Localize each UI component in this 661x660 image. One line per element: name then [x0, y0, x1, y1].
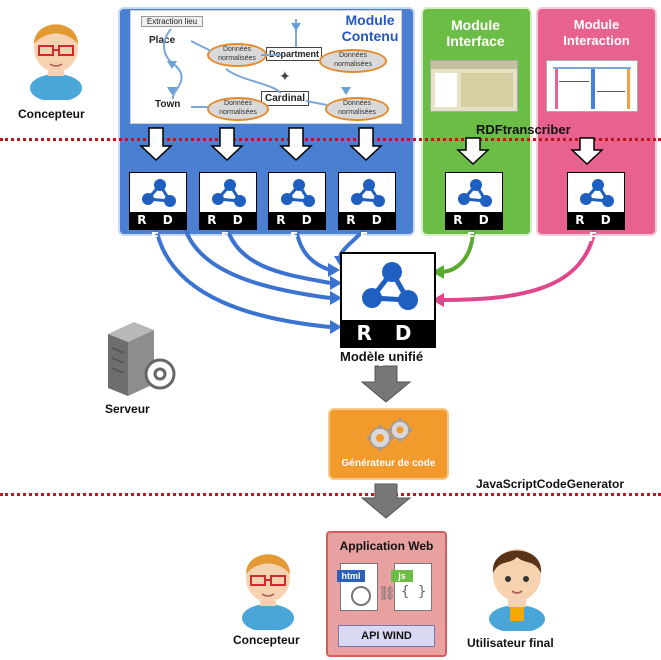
rdf-icon-interaction: R D F: [567, 172, 625, 244]
workflow-donnees-2: Données normalisées: [319, 49, 387, 73]
arrow-down-interaction: [570, 137, 604, 166]
rdftranscriber-label: RDFtranscriber: [476, 122, 571, 137]
generateur-box: Générateur de code: [328, 408, 449, 480]
concepteur-label-top: Concepteur: [18, 107, 85, 121]
workflow-thumbnail: Extraction lieu Place Department Town Ca…: [130, 10, 402, 124]
module-interface-title: Module Interface: [446, 17, 505, 49]
gears-icon: [364, 416, 414, 452]
rdf-label: R D F: [568, 212, 624, 244]
rdf-label: R D F: [339, 212, 395, 244]
workflow-department: Department: [266, 47, 323, 61]
rdf-label: R D F: [342, 320, 434, 371]
javascript-generator-label: JavaScriptCodeGenerator: [476, 477, 625, 491]
workflow-connectors: ✦: [163, 19, 351, 108]
server-icon: [104, 318, 182, 398]
svg-text:✦: ✦: [279, 68, 291, 84]
utilisateur-avatar: [484, 535, 550, 633]
blue-connectors: [154, 226, 368, 329]
application-web-box: Application Web html js { } ⛓ API WIND: [326, 531, 447, 657]
rdf-label: R D F: [130, 212, 186, 244]
separator-top: [0, 138, 661, 141]
utilisateur-label: Utilisateur final: [467, 636, 554, 650]
workflow-cardinal: Cardinal: [261, 91, 310, 106]
link-icon: ⛓: [378, 585, 396, 601]
concepteur-label-bottom: Concepteur: [233, 633, 300, 647]
rdf-label: R D F: [200, 212, 256, 244]
rdf-icon-interface: R D F: [445, 172, 503, 244]
arrow-down-3: [279, 127, 313, 162]
rdf-icon-2: R D F: [199, 172, 257, 244]
separator-bottom: [0, 493, 661, 496]
js-tag: js: [391, 570, 413, 582]
workflow-donnees-4: Données normalisées: [325, 97, 389, 121]
workflow-town: Town: [155, 99, 181, 110]
generateur-label: Générateur de code: [341, 458, 436, 469]
application-web-label: Application Web: [339, 539, 434, 553]
rdf-label: R D F: [269, 212, 325, 244]
workflow-donnees-3: Données normalisées: [207, 97, 269, 121]
rdf-icon-1: R D F: [129, 172, 187, 244]
api-wind-bar: API WIND: [338, 625, 435, 647]
interface-thumbnail: [430, 60, 518, 112]
arrow-down-2: [210, 127, 244, 162]
globe-icon: [351, 586, 371, 606]
concepteur-avatar-bottom: [238, 538, 298, 632]
rdf-icon-3: R D F: [268, 172, 326, 244]
arrow-down-4: [349, 127, 383, 162]
workflow-extraction: Extraction lieu: [141, 16, 203, 27]
rdf-unified-icon: R D F: [340, 252, 436, 371]
module-interaction-title: Module Interaction: [563, 17, 630, 48]
api-wind-label: API WIND: [361, 630, 412, 642]
workflow-place: Place: [149, 35, 176, 46]
html-file-icon: html: [337, 563, 378, 611]
braces-icon: { }: [401, 584, 427, 600]
interaction-thumbnail: [546, 60, 638, 112]
gray-arrow-1: [360, 365, 412, 403]
module-contenu-title: Module Contenu: [341, 12, 399, 44]
rdf-icon-4: R D F: [338, 172, 396, 244]
rdf-label: R D F: [446, 212, 502, 244]
html-tag: html: [337, 570, 365, 582]
module-interaction-panel: [536, 7, 657, 236]
gray-arrow-2: [360, 483, 412, 519]
js-file-icon: js { }: [391, 563, 432, 611]
serveur-label: Serveur: [105, 402, 150, 416]
arrow-down-1: [139, 127, 173, 162]
concepteur-avatar-top: [26, 8, 86, 102]
modele-unifie-label: Modèle unifié: [340, 349, 424, 364]
arrow-down-interface: [456, 137, 490, 166]
